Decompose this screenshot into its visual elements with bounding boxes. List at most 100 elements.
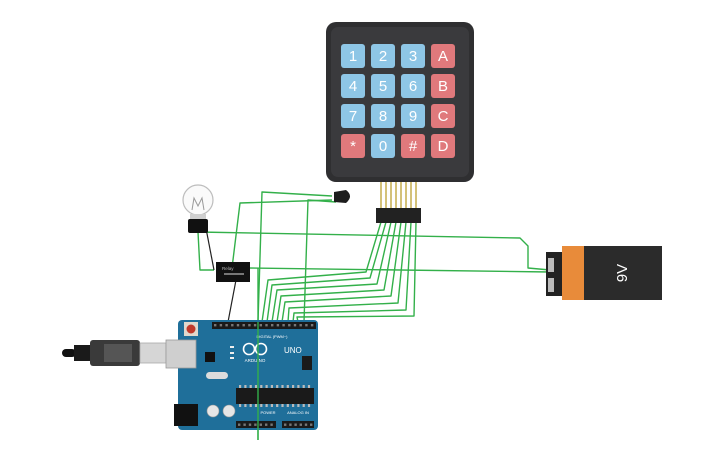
header-pin <box>305 324 308 327</box>
chip-pin <box>286 404 289 407</box>
wire <box>271 221 392 323</box>
usb-plug-grip <box>104 344 132 362</box>
chip-pin <box>260 404 263 407</box>
battery-9v: 9V <box>546 246 662 300</box>
keypad-key <box>371 134 395 158</box>
wire <box>257 191 333 323</box>
chip-pin <box>307 404 311 407</box>
wires <box>197 182 551 440</box>
arduino-model-text: UNO <box>284 346 302 355</box>
chip-pin <box>281 385 284 388</box>
bulb-neck <box>190 214 206 219</box>
light-bulb <box>182 184 214 233</box>
wire <box>261 221 382 323</box>
keypad-key-label: 0 <box>379 138 387 155</box>
header-pin <box>276 324 280 327</box>
chip-pin <box>270 404 273 407</box>
wire <box>227 279 237 323</box>
chip-pin <box>276 385 279 388</box>
keypad-key <box>401 104 425 128</box>
arduino-capacitor <box>206 404 220 418</box>
keypad-key <box>431 74 455 98</box>
arduino-led <box>230 352 234 354</box>
chip-pin <box>254 385 258 388</box>
keypad-key-label: 2 <box>379 48 387 65</box>
wire <box>266 221 387 323</box>
arduino-capacitor <box>222 404 236 418</box>
chip-pin <box>249 385 252 388</box>
arduino-logo-left <box>242 342 256 356</box>
sensor-body <box>334 190 350 203</box>
arduino-analog-header <box>282 421 314 428</box>
header-pin <box>248 324 251 327</box>
keypad-key-label: 5 <box>379 78 387 95</box>
keypad-key <box>431 44 455 68</box>
header-pin <box>248 423 252 426</box>
relay-body <box>216 262 250 282</box>
wire <box>296 221 417 323</box>
bulb-glass <box>182 184 214 216</box>
wire <box>231 199 333 269</box>
header-pin <box>293 324 297 327</box>
chip-pin <box>249 404 252 407</box>
header-pin <box>294 423 297 426</box>
keypad-key <box>371 104 395 128</box>
wire <box>303 199 337 323</box>
header-pin <box>231 324 234 327</box>
battery-terminal-bottom <box>548 278 554 292</box>
chip-pin <box>292 385 295 388</box>
header-pin <box>284 423 287 426</box>
arduino-logo-right <box>254 342 268 356</box>
header-pin <box>238 423 241 426</box>
keypad-key-label: 3 <box>409 48 417 65</box>
keypad-key-label: B <box>438 78 448 95</box>
battery-cap <box>562 246 584 300</box>
arduino-reset-cap <box>186 324 196 334</box>
chip-pin <box>265 385 268 388</box>
header-pin <box>236 324 240 327</box>
keypad-key-label: A <box>438 48 448 65</box>
arduino-digital-header <box>212 322 316 329</box>
arduino-analog-label: ANALOG IN <box>287 410 309 415</box>
arduino-power-jack <box>174 404 198 426</box>
usb-cable-end <box>62 349 76 357</box>
wire <box>281 221 402 323</box>
arduino-small-chip <box>205 352 215 362</box>
arduino-crystal <box>206 372 228 379</box>
battery-label: 9V <box>614 264 631 282</box>
keypad-key-label: 7 <box>349 108 357 125</box>
arduino-icsp-header <box>302 356 312 370</box>
usb-plug-metal <box>139 342 167 364</box>
header-pin <box>282 324 285 327</box>
header-pin <box>299 423 302 426</box>
keypad-key-label: * <box>350 138 356 155</box>
header-pin <box>310 324 314 327</box>
keypad-key-label: 8 <box>379 108 387 125</box>
usb-cable <box>62 340 167 366</box>
arduino-main-chip <box>236 388 314 404</box>
relay-marking <box>224 273 244 275</box>
keypad-key <box>341 74 365 98</box>
keypad-connector <box>376 208 421 223</box>
keypad-key-label: 1 <box>349 48 357 65</box>
header-pin <box>270 423 273 426</box>
arduino-brand-text: ARDUINO <box>245 358 266 363</box>
arduino-uno: DIGITAL (PWM~) ARDUINO UNO POWER ANALOG … <box>165 320 318 430</box>
header-pin <box>225 324 228 327</box>
chip-pin <box>286 385 289 388</box>
wire <box>247 267 551 273</box>
battery-body <box>584 246 662 300</box>
keypad-key <box>401 44 425 68</box>
keypad-key <box>401 74 425 98</box>
chip-pins <box>239 385 311 407</box>
chip-pin <box>297 404 300 407</box>
relay-label: Relay <box>222 266 234 271</box>
keypad-key-label: C <box>438 108 449 125</box>
chip-pin <box>281 404 284 407</box>
digital-pins <box>214 324 314 327</box>
chip-pin <box>302 404 305 407</box>
wire <box>197 231 551 271</box>
bulb-filament <box>191 196 205 211</box>
chip-pin <box>270 385 273 388</box>
